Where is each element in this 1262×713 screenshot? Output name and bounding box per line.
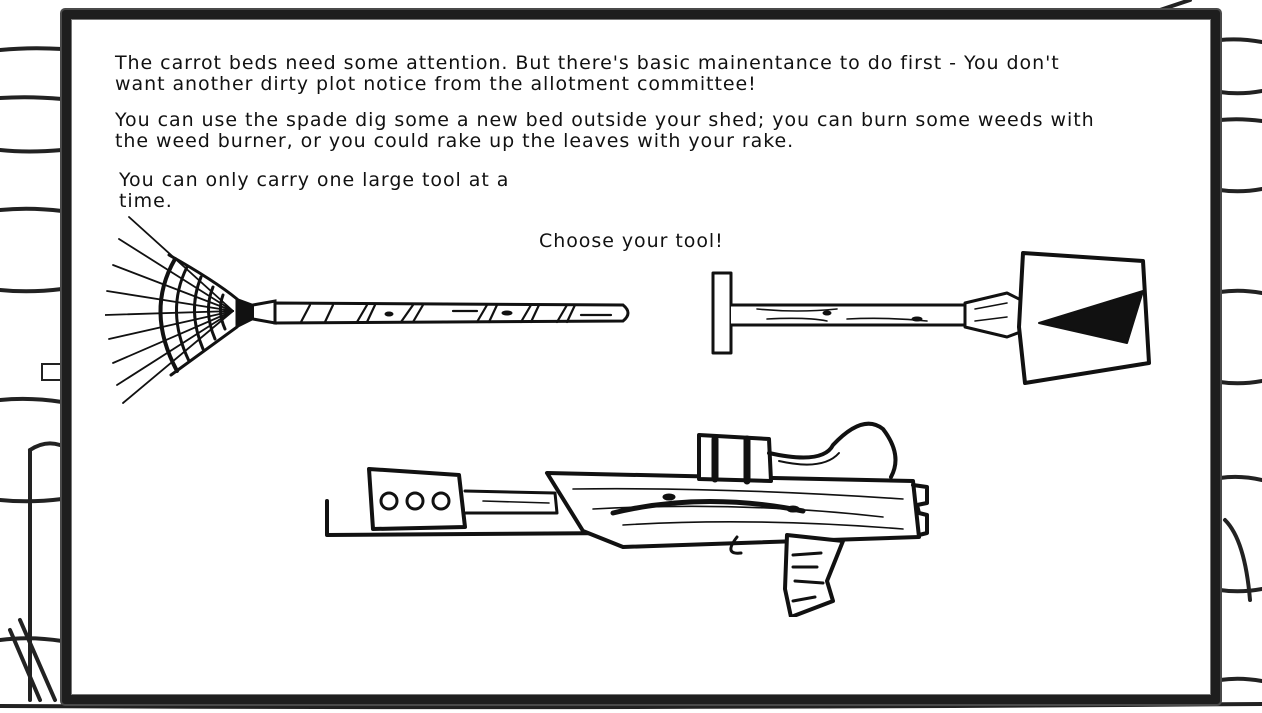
- intro-line-2: want another dirty plot notice from the …: [115, 73, 757, 95]
- carry-limit-line-2: time.: [119, 190, 173, 212]
- weed-burner-button[interactable]: [323, 405, 935, 617]
- weed-burner-icon: [325, 421, 929, 617]
- choose-tool-prompt: Choose your tool!: [539, 230, 724, 252]
- intro-line-1: The carrot beds need some attention. But…: [115, 52, 1060, 74]
- spade-icon: [711, 251, 1151, 385]
- carry-limit-line-1: You can only carry one large tool at a: [119, 169, 510, 191]
- rake-button[interactable]: [105, 215, 635, 407]
- tool-choice-dialog: The carrot beds need some attention. But…: [62, 10, 1220, 704]
- options-line-1: You can use the spade dig some a new bed…: [115, 109, 1095, 131]
- spade-button[interactable]: [707, 247, 1153, 387]
- intro-text: The carrot beds need some attention. But…: [115, 53, 1060, 95]
- rake-icon: [105, 216, 630, 404]
- options-text: You can use the spade dig some a new bed…: [115, 110, 1095, 152]
- options-line-2: the weed burner, or you could rake up th…: [115, 130, 795, 152]
